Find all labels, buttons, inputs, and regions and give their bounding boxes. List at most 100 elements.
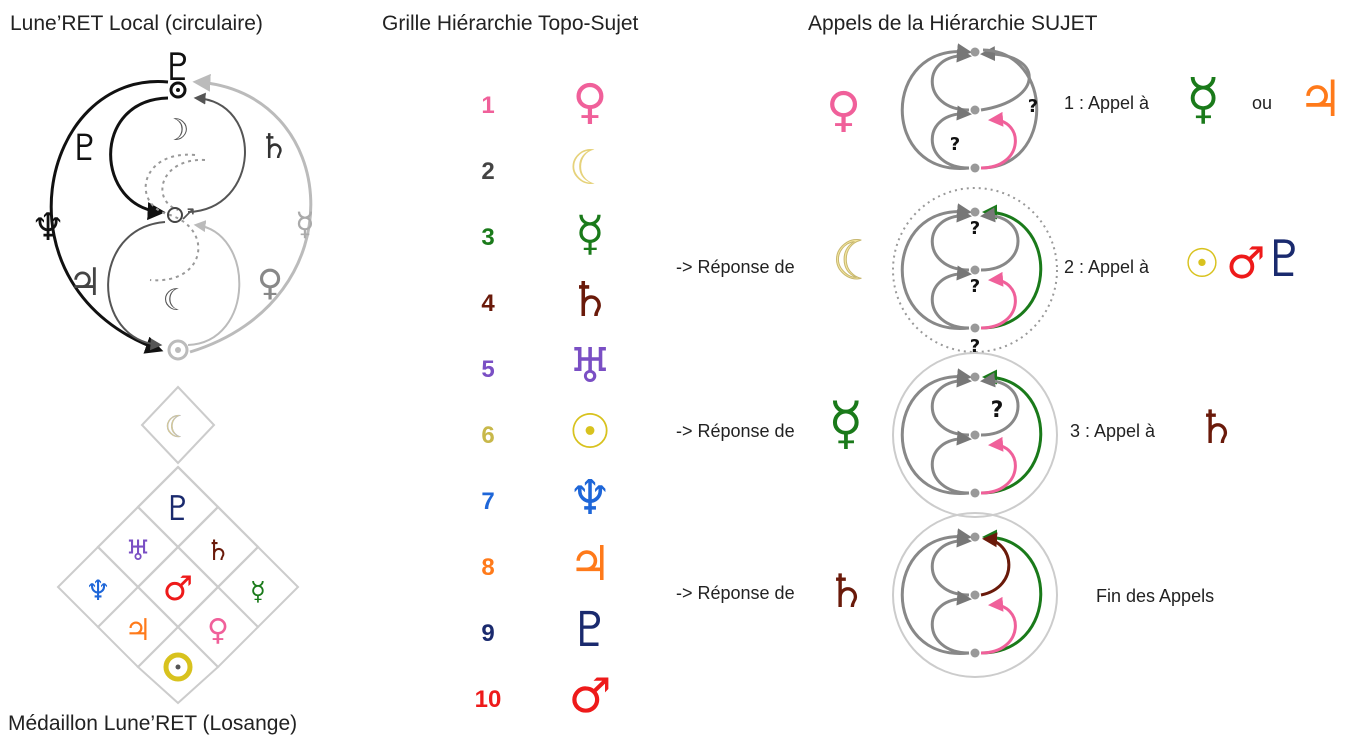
- grid-number-4: 4: [481, 290, 495, 317]
- neptune-icon: ♆: [568, 470, 612, 526]
- circular-diagram: ♇ ♇ ♆ ♃ ☽ ♄ ☿ ♀ ☾ ↗: [31, 45, 315, 361]
- title-calls: Appels de la Hiérarchie SUJET: [808, 12, 1098, 35]
- saturn-icon: ♄: [568, 272, 612, 328]
- node-dot: [970, 648, 980, 658]
- end-of-calls-label: Fin des Appels: [1096, 586, 1215, 606]
- green-arc: [980, 369, 1043, 495]
- grid-number-8: 8: [481, 554, 495, 581]
- mars-icon: ♂: [163, 569, 193, 609]
- moon-icon-top: ☽: [163, 113, 190, 148]
- node-dot: [970, 47, 980, 57]
- pink-arc: [980, 436, 1017, 495]
- call-1-label: 1 : Appel à: [1064, 93, 1150, 113]
- green-arc: [980, 204, 1043, 330]
- mars-icon: ↗: [180, 201, 197, 225]
- dotted-circle: [892, 187, 1058, 353]
- pluto-icon-top: ♇: [161, 45, 195, 89]
- saturn-icon: ♄: [1196, 400, 1238, 454]
- grey-arc: [980, 207, 1020, 272]
- venus-icon: ♀: [826, 82, 862, 138]
- uranus-icon: ♅: [125, 534, 150, 567]
- jupiter-icon: ♃: [125, 613, 152, 648]
- outer-circle: [892, 512, 1058, 678]
- venus-icon: ♀: [207, 613, 229, 648]
- question-mark: ?: [950, 134, 960, 155]
- node-dot: [970, 163, 980, 173]
- uranus-icon: ♅: [568, 338, 612, 394]
- question-mark: ?: [1028, 96, 1038, 117]
- node-dot: [970, 323, 980, 333]
- title-medallion: Médaillon Lune’RET (Losange): [8, 712, 298, 735]
- answer-4-label: -> Réponse de: [676, 583, 795, 603]
- grid-number-2: 2: [481, 158, 495, 185]
- neptune-icon: ♆: [85, 574, 110, 607]
- call-1-or: ou: [1252, 93, 1273, 113]
- grey-arc: [900, 203, 972, 330]
- mars-icon: ♂: [1226, 238, 1266, 289]
- pink-arc: [980, 111, 1017, 170]
- mercury-icon: ☿: [828, 389, 864, 457]
- call-3-label: 3 : Appel à: [1070, 421, 1156, 441]
- grid-number-9: 9: [481, 620, 495, 647]
- moon-icon-bottom: ☾: [163, 283, 190, 318]
- grid-number-3: 3: [481, 224, 495, 251]
- sun-icon: ☉: [568, 404, 612, 460]
- grey-arc: [930, 430, 972, 495]
- call-2-label: 2 : Appel à: [1064, 257, 1150, 277]
- pluto-icon: ♇: [1262, 230, 1307, 288]
- mercury-icon: ☿: [250, 577, 266, 607]
- node-dot: [970, 105, 980, 115]
- grey-arc: [930, 47, 972, 112]
- node-dot: [970, 265, 980, 275]
- saturn-icon: ♄: [826, 564, 868, 618]
- mercury-icon: ☿: [295, 205, 315, 243]
- answer-2-label: -> Réponse de: [676, 257, 795, 277]
- pluto-icon: ♇: [163, 489, 193, 529]
- venus-icon: ♀: [257, 263, 283, 304]
- grey-arc: [930, 265, 972, 330]
- grey-arc: [930, 590, 972, 655]
- outer-circle: [892, 352, 1058, 518]
- question-mark: ?: [991, 398, 1004, 423]
- moon-icon: ☾: [165, 410, 192, 445]
- node-dot: [970, 207, 980, 217]
- answer-3-label: -> Réponse de: [676, 421, 795, 441]
- node-dot: [970, 590, 980, 600]
- node-dot: [970, 488, 980, 498]
- pink-arc: [980, 596, 1017, 655]
- grey-arc: [930, 105, 972, 170]
- jupiter-icon: ♃: [68, 260, 102, 304]
- pluto-icon: ♇: [568, 602, 612, 658]
- title-grid: Grille Hiérarchie Topo-Sujet: [382, 12, 639, 35]
- grey-arc: [900, 368, 972, 495]
- brown-arc: [980, 532, 1011, 597]
- mercury-icon: ☿: [575, 206, 605, 262]
- grid-number-7: 7: [481, 488, 495, 515]
- sun-icon: ☉: [1184, 241, 1220, 287]
- grey-arc: [900, 43, 972, 170]
- node-dot: [970, 430, 980, 440]
- jupiter-icon: ♃: [1298, 70, 1343, 128]
- title-local: Lune’RET Local (circulaire): [10, 12, 263, 35]
- pink-arc: [980, 271, 1017, 330]
- saturn-icon: ♄: [259, 127, 289, 167]
- grey-arc: [980, 372, 1020, 437]
- pluto-icon: ♇: [69, 128, 101, 169]
- neptune-icon: ♆: [31, 205, 65, 249]
- venus-icon: ♀: [572, 74, 608, 130]
- jupiter-icon: ♃: [568, 536, 612, 592]
- node-dot: [970, 372, 980, 382]
- grey-arc: [930, 372, 972, 437]
- saturn-icon: ♄: [205, 534, 230, 567]
- calls-diagram: ??????: [892, 43, 1058, 678]
- question-mark: ?: [970, 336, 980, 357]
- node-dot: [970, 532, 980, 542]
- moon-icon: ☾: [568, 140, 612, 196]
- green-arc: [980, 529, 1043, 655]
- grey-arc: [980, 48, 1039, 170]
- grey-arc: [930, 207, 972, 272]
- question-mark: ?: [970, 218, 980, 239]
- sun-icon: [163, 652, 193, 682]
- grey-arc: [900, 528, 972, 655]
- mars-icon: ♂: [568, 668, 612, 724]
